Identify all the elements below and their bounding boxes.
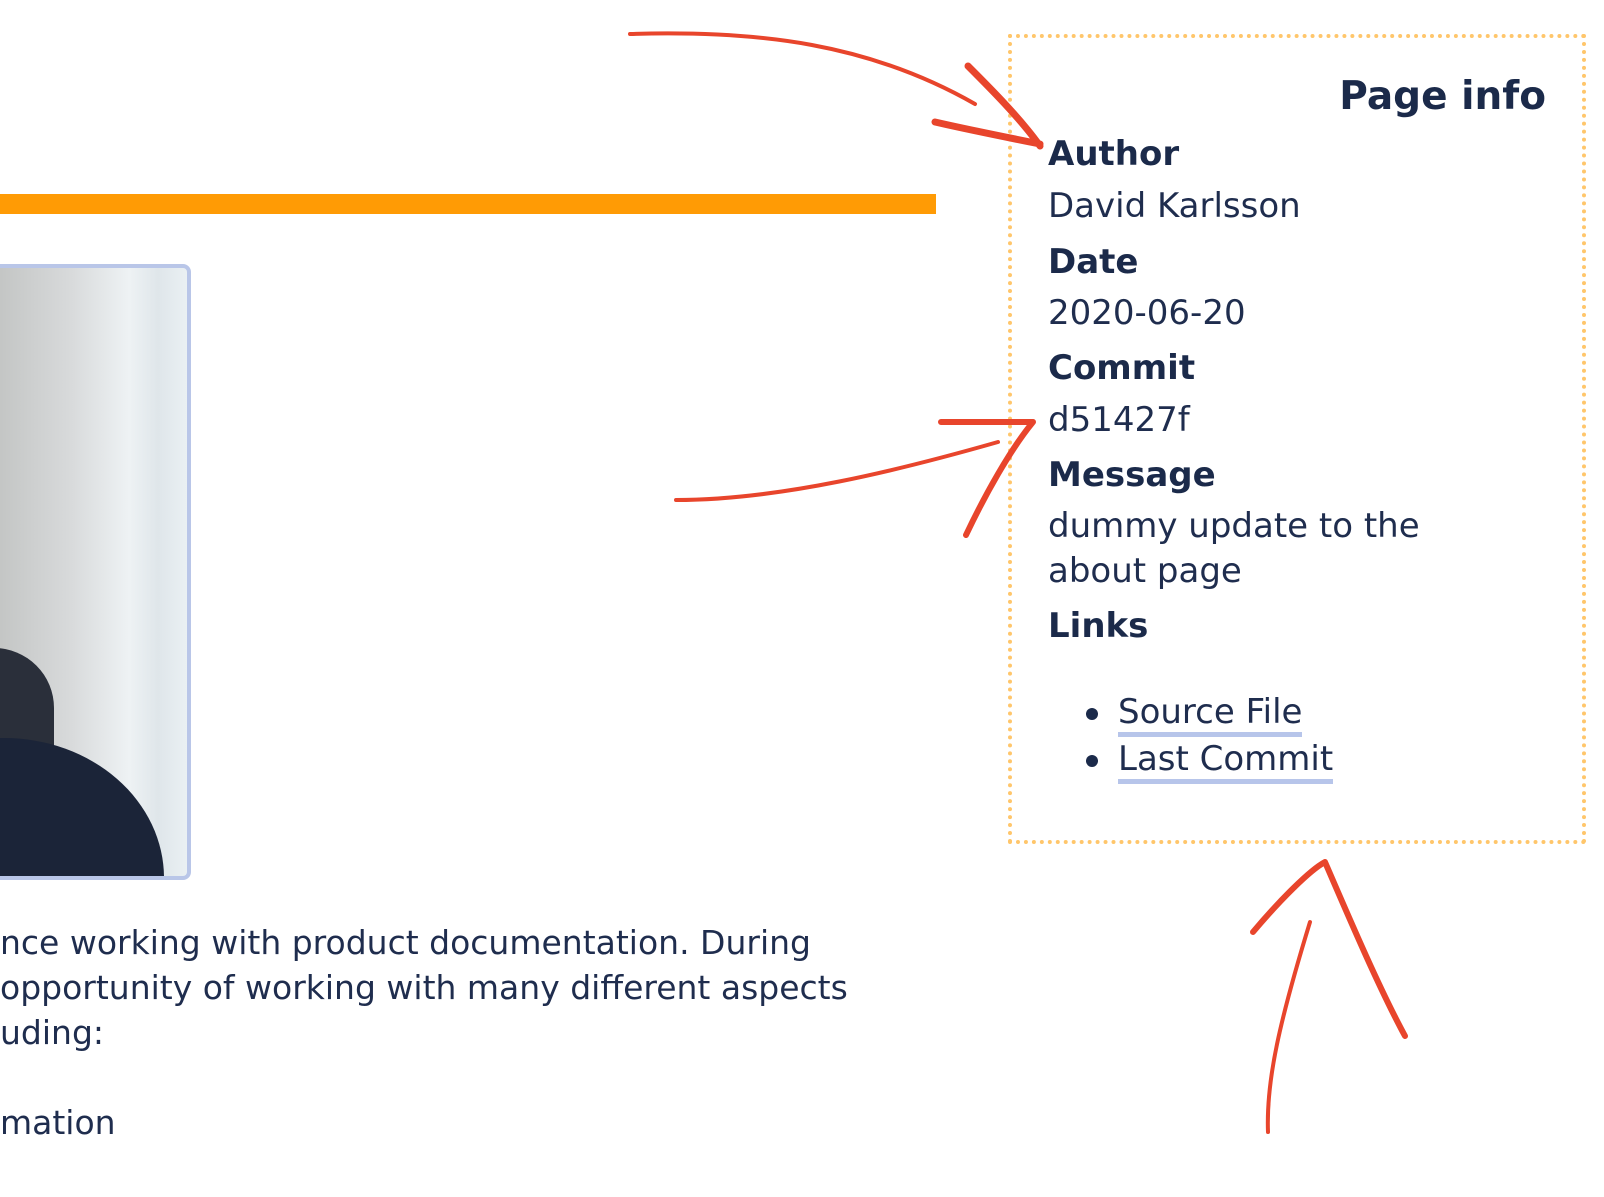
body-line: mation [0, 1103, 116, 1142]
last-commit-link[interactable]: Last Commit [1118, 739, 1334, 784]
bullet-icon [1086, 755, 1098, 767]
source-file-link[interactable]: Source File [1118, 692, 1303, 737]
arrow-to-panel-icon [1265, 920, 1312, 1134]
date-label: Date [1048, 242, 1139, 282]
arrow-to-author-icon [628, 31, 977, 106]
arrow-to-commit-icon [674, 440, 1000, 502]
body-line [0, 1055, 940, 1100]
date-value: 2020-06-20 [1048, 293, 1246, 333]
body-line: uding: [0, 1013, 105, 1052]
about-body-text: nce working with product documentation. … [0, 920, 940, 1145]
author-value: David Karlsson [1048, 186, 1301, 226]
photo-shirt [0, 738, 164, 876]
arrow-to-panel-head-icon [1250, 859, 1408, 1039]
list-item: Source File [1048, 689, 1333, 737]
links-list: Source File Last Commit [1048, 689, 1334, 784]
links-label: Links [1048, 606, 1149, 646]
section-divider [0, 194, 936, 214]
commit-label: Commit [1048, 348, 1196, 388]
message-label: Message [1048, 455, 1216, 495]
body-line: nce working with product documentation. … [0, 923, 811, 962]
message-value: dummy update to the about page [1048, 506, 1420, 591]
page-info-title: Page info [1339, 74, 1546, 119]
commit-value: d51427f [1048, 400, 1190, 440]
profile-photo [0, 264, 191, 880]
bullet-icon [1086, 708, 1098, 720]
author-label: Author [1048, 134, 1180, 174]
body-line: opportunity of working with many differe… [0, 968, 848, 1007]
list-item: Last Commit [1048, 736, 1334, 784]
page-info-panel: Page info Author David Karlsson Date 202… [1008, 34, 1586, 844]
